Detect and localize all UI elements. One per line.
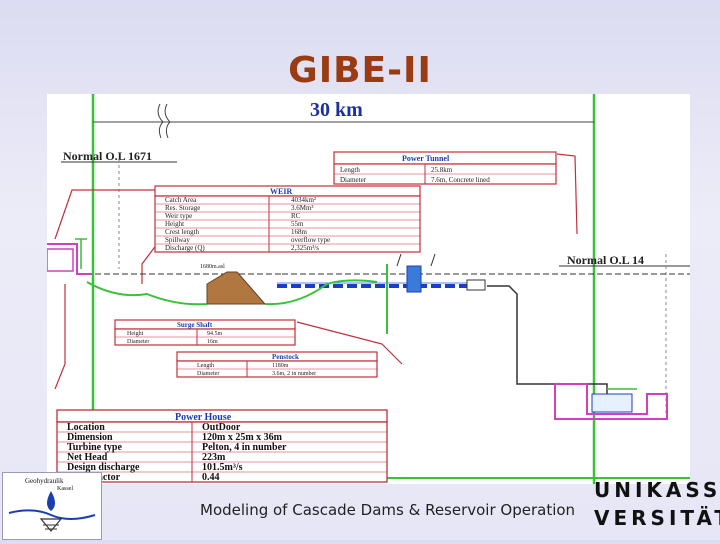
penstock-title: Penstock <box>272 353 299 361</box>
project-diagram: 30 km Normal O.L 1671 Normal O.L 14 1680… <box>47 94 690 484</box>
weir-label: Catch Area <box>165 196 197 204</box>
surge-shaft-label: Diameter <box>127 339 149 345</box>
power-house-title: Power House <box>175 412 232 423</box>
left-value: Geohydraulik <box>25 477 64 485</box>
uni-kassel-line2: VERSITÄT <box>594 506 720 530</box>
power-house-label: Dimension <box>67 432 113 443</box>
weir-structure <box>206 271 267 305</box>
uni-kassel-line1: UNIKASSEL <box>594 478 720 502</box>
weir-value: 55m <box>291 220 304 228</box>
penstock-label: Length <box>197 363 214 369</box>
power-tunnel-table: Power Tunnel Length 25.8km Diameter 7.6m… <box>333 151 557 185</box>
footer-caption: Modeling of Cascade Dams & Reservoir Ope… <box>200 501 576 519</box>
penstock-value: 3.6m, 2 in number <box>272 371 316 377</box>
weir-label: Height <box>165 220 184 228</box>
power-house-value: 120m x 25m x 36m <box>202 432 283 443</box>
weir-value: 3.6Mm³ <box>291 204 314 212</box>
power-tunnel-title: Power Tunnel <box>402 154 450 163</box>
weir-mark-label: 1680m.asl <box>200 264 225 270</box>
power-tunnel-value: 7.6m, Concrete lined <box>431 176 490 184</box>
penstock-table: Penstock Length 1180m Diameter 3.6m, 2 i… <box>176 351 378 378</box>
power-tunnel-value: 25.8km <box>431 166 453 174</box>
weir-value: 4034km² <box>291 196 316 204</box>
surge-shaft-structure <box>406 265 422 293</box>
penstock-value: 1180m <box>272 363 289 369</box>
weir-value: overflow type <box>291 236 330 244</box>
power-house-value: 101.5m³/s <box>202 462 243 473</box>
power-house-label: Turbine type <box>67 442 122 453</box>
power-house-label: Net Head <box>67 452 108 463</box>
penstock-label: Diameter <box>197 371 219 377</box>
normal-ol-left-label: Normal O.L 1671 <box>63 149 152 163</box>
surge-shaft-title: Surge Shaft <box>177 321 213 329</box>
weir-value: RC <box>291 212 301 220</box>
weir-label: Spillway <box>165 236 190 244</box>
power-house-label: Location <box>67 422 105 433</box>
geohydraulik-logo: Geohydraulik Kassel <box>2 472 102 540</box>
power-house-value: 223m <box>202 452 226 463</box>
weir-label: Discharge (Q) <box>165 244 205 252</box>
weir-title: WEIR <box>270 187 292 196</box>
surge-shaft-value: 94.5m <box>207 331 223 337</box>
weir-value: 2,325m³/s <box>291 244 319 252</box>
surge-shaft-table: Surge Shaft Height 94.5m Diameter 16m <box>114 319 296 346</box>
power-house-table: Power House Location OutDoor Dimension 1… <box>56 409 388 483</box>
slide-title: GIBE-II <box>288 50 432 91</box>
normal-ol-right-label: Normal O.L 14 <box>567 253 644 267</box>
power-house-value: 0.44 <box>202 472 220 483</box>
weir-label: Weir type <box>165 212 192 220</box>
weir-table: WEIR Catch Area 4034km² Res. Storage 3.6… <box>154 185 421 253</box>
power-house-value: Pelton, 4 in number <box>202 442 287 453</box>
power-house-label: Design discharge <box>67 462 140 473</box>
distance-label: 30 km <box>310 99 363 121</box>
left-value: Kassel <box>57 486 73 492</box>
power-tunnel-label: Diameter <box>340 176 367 184</box>
weir-label: Res. Storage <box>165 204 200 212</box>
uni-kassel-logo: UNIKASSEL VERSITÄT <box>590 478 720 540</box>
surge-shaft-value: 16m <box>207 339 218 345</box>
weir-value: 168m <box>291 228 308 236</box>
weir-label: Crest length <box>165 228 200 236</box>
surge-shaft-label: Height <box>127 331 144 337</box>
power-house-value: OutDoor <box>202 422 241 433</box>
powerhouse-structure <box>554 383 668 420</box>
power-tunnel-label: Length <box>340 166 360 174</box>
